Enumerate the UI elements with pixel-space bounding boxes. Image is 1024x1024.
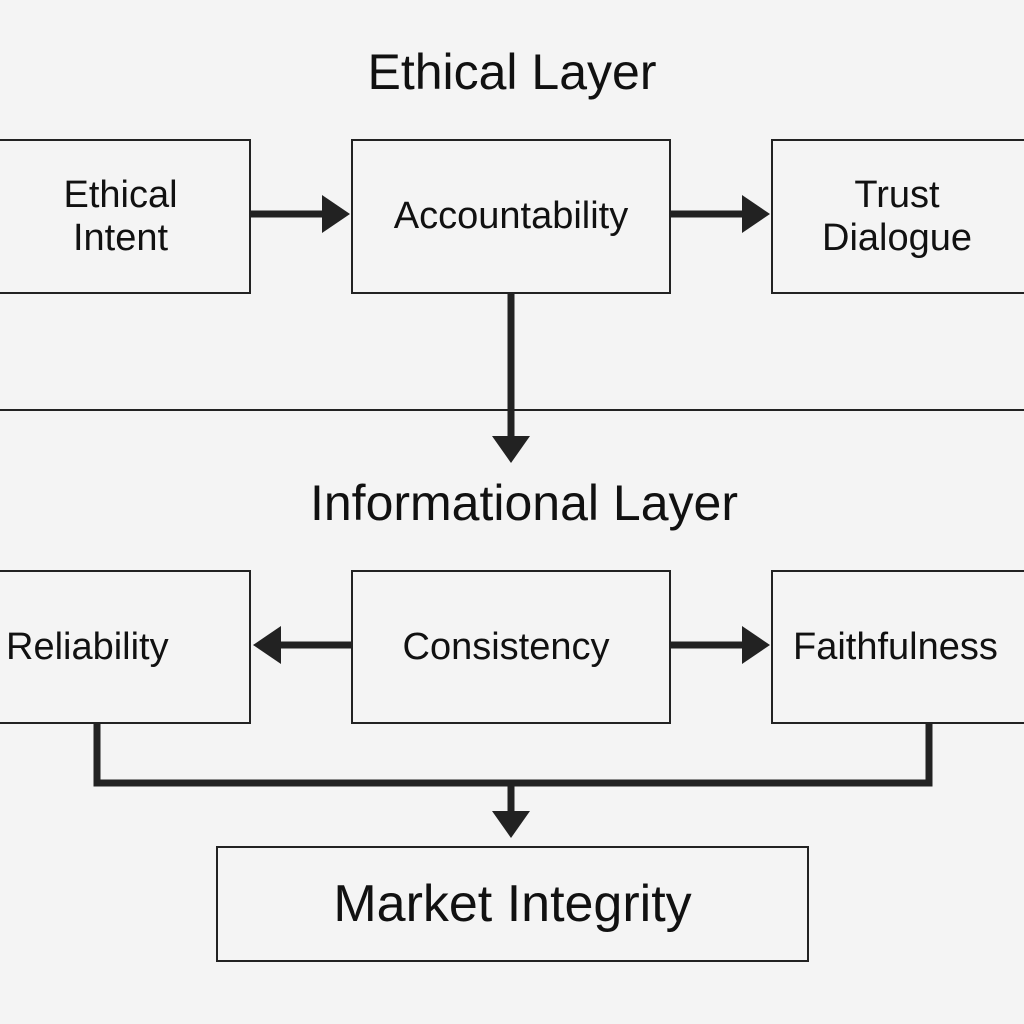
box-trust-dialogue: Trust Dialogue: [771, 139, 1024, 294]
merge-bracket: [93, 723, 933, 787]
arrowhead: [742, 195, 770, 233]
box-label: Market Integrity: [333, 874, 692, 933]
box-market-integrity: Market Integrity: [216, 846, 809, 962]
arrowhead: [253, 626, 281, 664]
box-consistency: Consistency: [351, 570, 671, 724]
arrowhead: [492, 811, 530, 838]
box-label: Consistency: [402, 625, 610, 668]
box-label: Ethical Intent: [63, 173, 178, 259]
box-faithfulness: Faithfulness: [771, 570, 1024, 724]
box-label: Trust Dialogue: [822, 173, 972, 259]
ethical-layer-title: Ethical Layer: [367, 44, 657, 100]
box-ethical-intent: Ethical Intent: [0, 139, 251, 294]
informational-layer-title: Informational Layer: [309, 475, 738, 531]
box-label: Faithfulness: [793, 625, 998, 668]
arrowhead: [322, 195, 350, 233]
box-label: Reliability: [6, 625, 169, 668]
box-reliability: Reliability: [0, 570, 251, 724]
box-accountability: Accountability: [351, 139, 671, 294]
arrowhead: [742, 626, 770, 664]
box-label: Accountability: [393, 195, 629, 238]
arrowhead: [492, 436, 530, 463]
